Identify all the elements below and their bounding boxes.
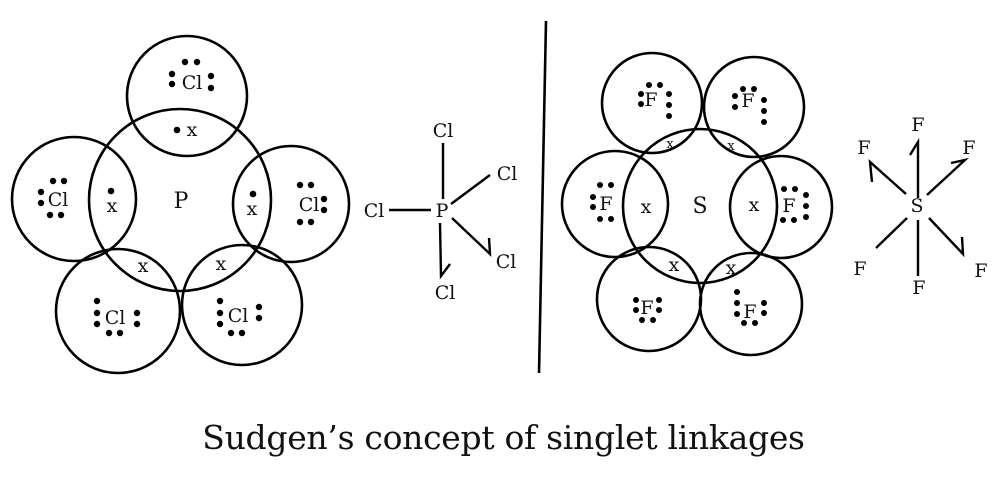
f-structure-label-top: F [911, 114, 924, 136]
shared-electron-x: x [247, 198, 258, 220]
f-structure-label-top-right: F [962, 137, 975, 159]
shared-electron-x: x [749, 194, 760, 216]
f-label-bottom-left: F [640, 297, 653, 319]
f-circle-left [560, 149, 670, 259]
s-atom-circle [621, 127, 779, 285]
cl-label-bottom-right: Cl [228, 305, 249, 327]
shared-electron-dot [107, 187, 115, 195]
pcl5-structural-formula: P Cl Cl Cl Cl Cl [364, 120, 518, 304]
shared-electron-x: x [216, 253, 227, 275]
bond-lower-right [451, 217, 492, 257]
cl-structure-label-left: Cl [364, 200, 385, 222]
f-structure-label-bottom: F [912, 277, 925, 299]
bond-top-right [926, 157, 970, 196]
cl-circle-left [10, 135, 138, 263]
shared-electron-x: x [138, 255, 149, 277]
lone-pair-dots [590, 82, 809, 326]
bond-top-left [868, 159, 907, 195]
cl-label-left: Cl [48, 189, 69, 211]
bond-bottom [438, 222, 451, 280]
shared-electron-dot [173, 126, 181, 134]
shared-electron-x: x [727, 139, 735, 154]
cl-structure-label-top: Cl [433, 120, 454, 142]
p-structure-label: P [436, 200, 449, 222]
bond-bottom-left [875, 217, 908, 249]
f-label-bottom-right: F [743, 301, 756, 323]
shared-electron-x: x [726, 257, 737, 279]
shared-electron-dot [249, 190, 257, 198]
f-label-right: F [782, 195, 795, 217]
f-label-top-right: F [741, 90, 754, 112]
sf6-structural-formula: S F F F F F F [853, 114, 987, 299]
p-central-label: P [174, 189, 189, 214]
cl-structure-label-lower-right: Cl [496, 251, 517, 273]
f-structure-label-bottom-left: F [853, 258, 866, 280]
shared-electron-x: x [107, 195, 118, 217]
lone-pair-dots [37, 58, 328, 337]
s-structure-label: S [910, 195, 923, 217]
cl-structure-label-upper-right: Cl [497, 163, 518, 185]
figure-caption: Sudgen’s concept of singlet linkages [202, 418, 805, 457]
f-circle-bottom-right [698, 251, 804, 357]
sf6-circle-diagram: S F F F F F F x x x x x x [560, 51, 834, 357]
cl-circle-bottom-right [180, 243, 304, 367]
f-label-top-left: F [644, 89, 657, 111]
bond-bottom-right [928, 217, 965, 258]
bond-top [908, 137, 920, 198]
section-divider [537, 20, 548, 374]
bond-upper-right [450, 174, 491, 205]
f-circle-right [728, 154, 834, 260]
shared-electron-x: x [669, 254, 680, 276]
cl-label-top: Cl [182, 72, 203, 94]
shared-electron-x: x [187, 119, 198, 141]
f-circle-top-left [600, 51, 704, 155]
cl-circle-bottom-left [54, 247, 182, 375]
f-structure-label-bottom-right: F [974, 260, 987, 282]
cl-structure-label-bottom: Cl [435, 282, 456, 304]
p-atom-circle [87, 107, 273, 293]
cl-label-bottom-left: Cl [105, 307, 126, 329]
pcl5-circle-diagram: P Cl Cl Cl Cl Cl x x x x x [10, 34, 351, 375]
shared-electron-x: x [641, 196, 652, 218]
shared-electron-x: x [666, 137, 674, 152]
cl-circle-top [125, 34, 249, 158]
f-circle-top-right [702, 55, 806, 159]
f-structure-label-top-left: F [857, 137, 870, 159]
cl-label-right: Cl [299, 194, 320, 216]
f-label-left: F [599, 193, 612, 215]
s-central-label: S [692, 194, 707, 219]
cl-circle-right [231, 144, 351, 264]
